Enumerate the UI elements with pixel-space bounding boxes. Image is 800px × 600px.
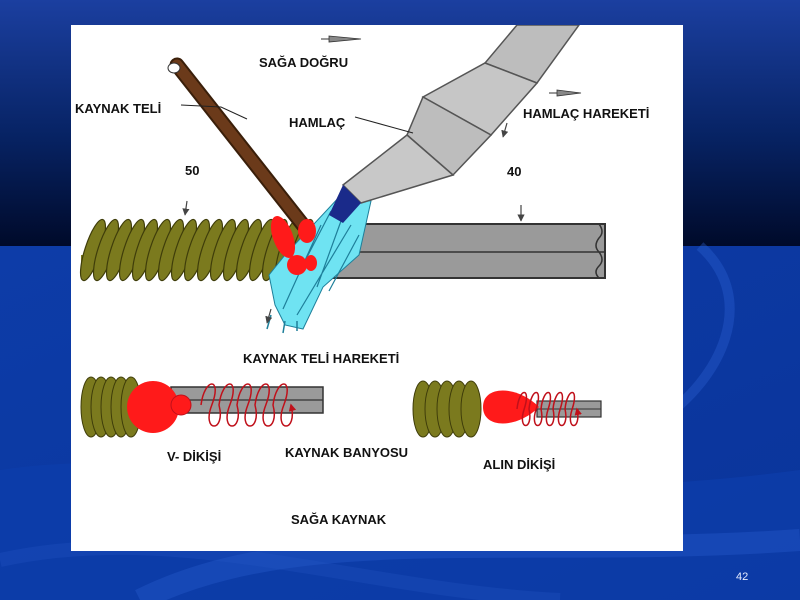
filler-rod-label: KAYNAK TELİ <box>75 101 161 116</box>
torch-pointer <box>501 122 509 138</box>
weld-pool-label: KAYNAK BANYOSU <box>285 445 408 460</box>
direction-label: SAĞA DOĞRU <box>259 55 348 70</box>
torch <box>329 25 580 223</box>
rod-angle-value: 50 <box>185 163 199 178</box>
butt-weld-drawing <box>412 380 602 438</box>
bead-coil <box>460 380 482 438</box>
weld-pool-upper <box>270 216 317 275</box>
torch-angle-value: 40 <box>507 164 521 179</box>
v-weld-label: V- DİKİŞİ <box>167 449 221 464</box>
welding-diagram: SAĞA DOĞRU KAYNAK TELİ HAMLAÇ HAMLAÇ HAR… <box>71 25 683 551</box>
butt-weld-label: ALIN DİKİŞİ <box>483 457 555 472</box>
torch-leader-line <box>354 116 414 134</box>
torch-motion-label: HAMLAÇ HAREKETİ <box>523 106 649 121</box>
page-number: 42 <box>736 571 749 583</box>
welding-flame <box>266 194 372 334</box>
rod-leader-line <box>180 104 248 120</box>
torch-label: HAMLAÇ <box>289 115 346 130</box>
filler-rod <box>167 57 311 233</box>
torch-motion-arrow-icon <box>549 89 582 97</box>
v-weld-drawing <box>80 376 324 438</box>
diagram-title: SAĞA KAYNAK <box>291 512 387 527</box>
rod-motion-label: KAYNAK TELİ HAREKETİ <box>243 351 399 366</box>
direction-arrow-icon <box>321 35 362 43</box>
flame-pointer <box>265 308 273 324</box>
bead-pointer <box>182 200 190 216</box>
